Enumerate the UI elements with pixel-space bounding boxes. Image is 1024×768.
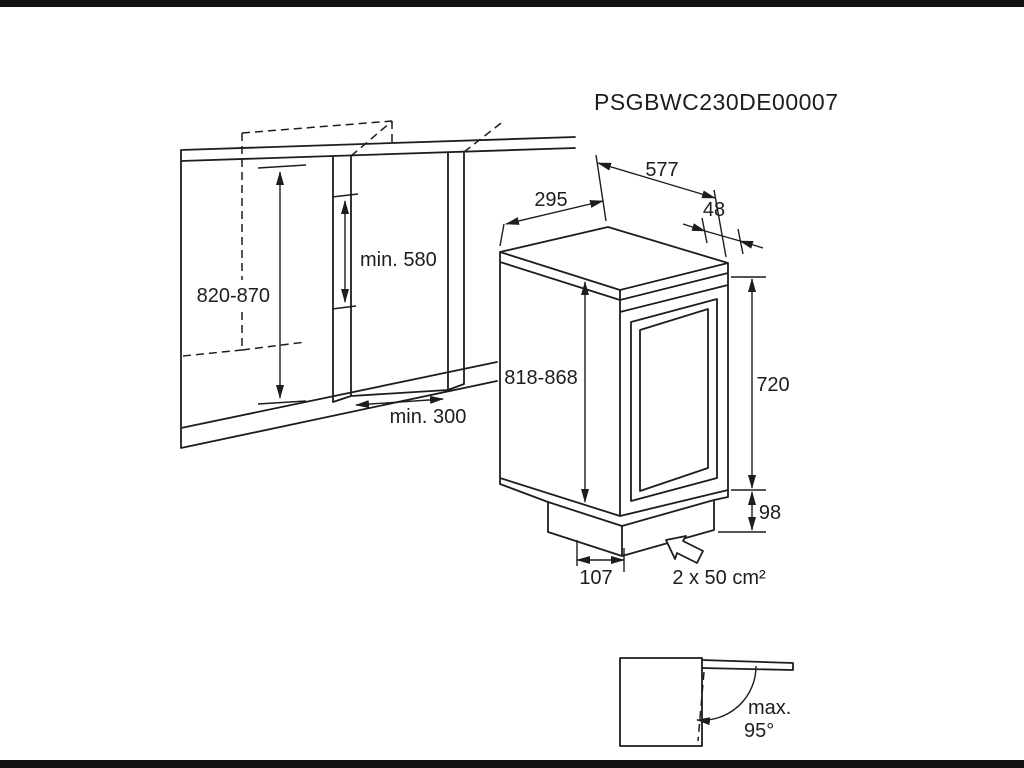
label-niche-width: min. 300	[390, 406, 467, 428]
dim-line-top-overhang	[682, 223, 764, 249]
dimension-annotations: 820-870 min. 580 min. 300 295 577 48 818…	[197, 154, 790, 589]
appliance-outline	[499, 226, 729, 557]
inset-cabinet-top-view	[619, 657, 703, 747]
airflow-arrow-icon	[665, 535, 704, 564]
hidden-edges-dashed	[182, 119, 506, 357]
dim-line-niche-width	[355, 395, 444, 409]
label-vent-area: 2 x 50 cm²	[672, 567, 766, 589]
label-plinth-recess: 107	[579, 567, 612, 589]
label-top-depth: 295	[534, 189, 567, 211]
dim-line-top-depth	[505, 200, 604, 225]
label-door-angle-value: 95°	[744, 720, 774, 742]
label-plinth-height: 98	[759, 502, 781, 524]
ventilation-annotation: 2 x 50 cm²	[665, 535, 766, 589]
door-swing-inset: max. 95°	[619, 657, 794, 747]
inset-open-door	[701, 659, 794, 671]
label-niche-depth: min. 580	[360, 249, 437, 271]
inset-door-95deg-position	[697, 671, 705, 742]
label-niche-height: 820-870	[197, 285, 270, 307]
dim-line-top-width	[597, 162, 716, 199]
label-top-overhang: 48	[703, 199, 725, 221]
part-number-label: PSGBWC230DE00007	[594, 89, 839, 115]
top-letterbox-bar	[0, 0, 1024, 7]
label-door-height: 720	[756, 374, 789, 396]
cabinet-niche-outline	[180, 136, 576, 449]
inset-swing-arc	[696, 665, 757, 726]
extension-lines	[257, 154, 766, 572]
label-door-angle-max: max.	[748, 697, 791, 719]
label-appliance-height: 818-868	[504, 367, 577, 389]
label-top-width: 577	[645, 159, 678, 181]
bottom-letterbox-bar	[0, 760, 1024, 768]
